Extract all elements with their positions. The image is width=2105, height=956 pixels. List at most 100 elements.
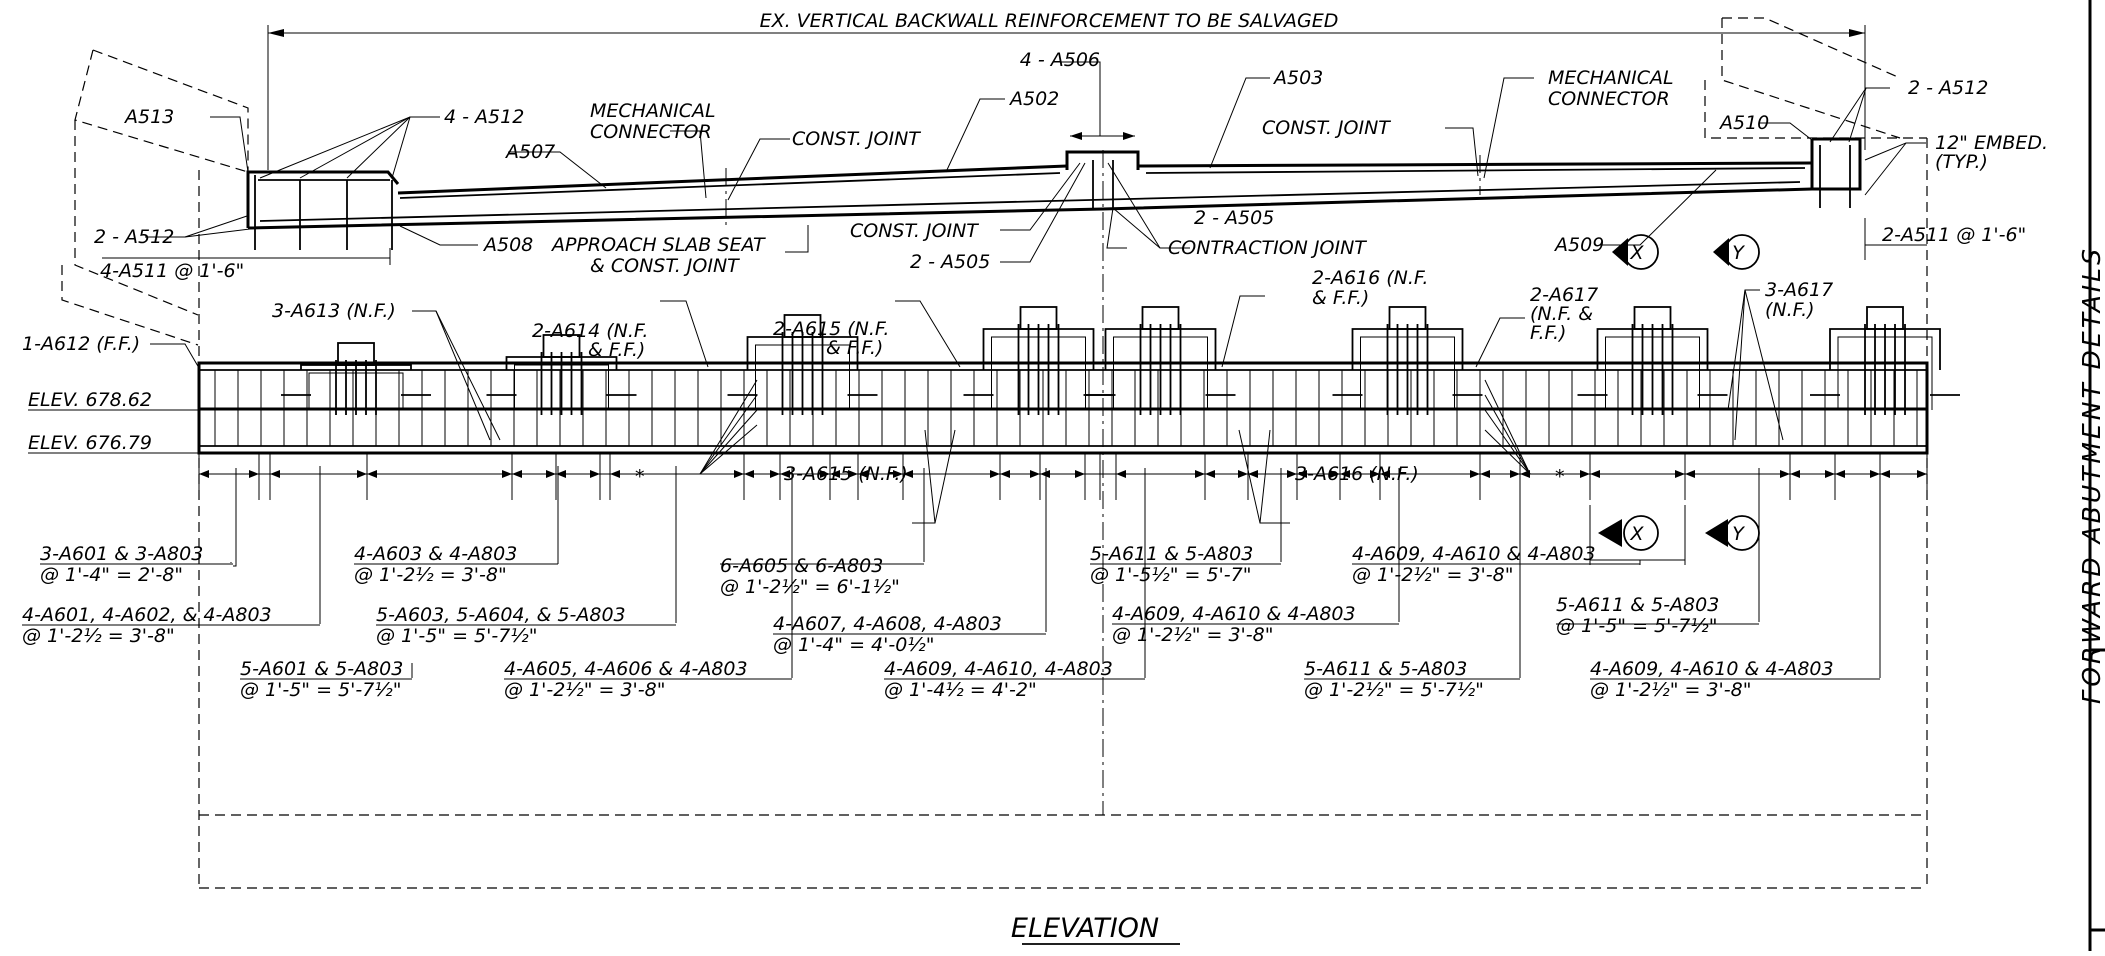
spacing-note-line2: @ 1'-4" = 4'-0½" — [773, 634, 934, 656]
label-a617b-2: (N.F.) — [1765, 299, 1815, 321]
label-a616-nf: 3-A616 (N.F.) — [1295, 463, 1419, 485]
title-border — [2088, 0, 2105, 951]
label-mech-left-2: CONNECTOR — [590, 121, 712, 143]
spacing-note-line2: @ 1'-5" = 5'-7½" — [1556, 615, 1717, 637]
section-y-bottom-letter: Y — [1732, 523, 1745, 545]
label-a614-2: & F.F.) — [588, 339, 645, 361]
label-a512-right: 2 - A512 — [1908, 77, 1988, 99]
label-mech-right-2: CONNECTOR — [1548, 88, 1670, 110]
label-a511-right: 2-A511 @ 1'-6" — [1882, 224, 2026, 246]
label-a617-2: (N.F. & — [1530, 303, 1593, 325]
label-a507: A507 — [504, 141, 555, 163]
label-slab-seat-1: APPROACH SLAB SEAT — [550, 234, 766, 256]
backwall-note: EX. VERTICAL BACKWALL REINFORCEMENT TO B… — [760, 10, 1339, 32]
spacing-note-line1: 4-A609, 4-A610 & 4-A803 — [1352, 543, 1596, 565]
label-a613: 3-A613 (N.F.) — [272, 300, 396, 322]
spacing-note-line2: @ 1'-2½" = 3'-8" — [1590, 679, 1751, 701]
seat-leaders — [150, 289, 1784, 524]
spacing-note-line1: 4-A603 & 4-A803 — [354, 543, 517, 565]
spacing-note-line1: 5-A603, 5-A604, & 5-A803 — [376, 604, 626, 626]
section-marker-x-bottom — [1598, 515, 1659, 551]
spacing-note-line2: @ 1'-2½ = 3'-8" — [22, 625, 175, 647]
label-a505-left: 2 - A505 — [910, 251, 990, 273]
section-marker-y-top — [1713, 234, 1760, 270]
label-a612: 1-A612 (F.F.) — [22, 333, 140, 355]
spacing-note-line1: 5-A601 & 5-A803 — [240, 658, 403, 680]
spacing-note-line1: 5-A611 & 5-A803 — [1304, 658, 1467, 680]
spacing-note-line1: 4-A609, 4-A610, 4-A803 — [884, 658, 1113, 680]
label-a513: A513 — [123, 106, 174, 128]
label-a508: A508 — [482, 234, 533, 256]
label-a512-2: 2 - A512 — [94, 226, 174, 248]
label-a614-1: 2-A614 (N.F. — [532, 320, 648, 342]
footing-outline — [198, 138, 1928, 889]
spacing-note-line2: @ 1'-5" = 5'-7½" — [376, 625, 537, 647]
label-a617b-1: 3-A617 — [1765, 279, 1833, 301]
spacing-note-line2: @ 1'-2½" = 3'-8" — [1112, 624, 1273, 646]
seat-stirrups — [214, 370, 1918, 446]
spacing-note-line2: @ 1'-2½" = 5'-7½" — [1304, 679, 1484, 701]
label-a502: A502 — [1008, 88, 1059, 110]
spacing-notes: 3-A601 & 3-A803 @ 1'-4" = 2'-8" 4-A601, … — [22, 543, 1834, 701]
spacing-note-line2: @ 1'-2½" = 3'-8" — [504, 679, 665, 701]
label-a615-2: & F.F.) — [826, 337, 883, 359]
section-x-bottom-letter: X — [1629, 523, 1644, 545]
label-a503: A503 — [1272, 67, 1323, 89]
label-embed-1: 12" EMBED. — [1935, 132, 2048, 154]
spacing-leaders — [230, 466, 1881, 678]
left-wing-wall — [61, 49, 249, 346]
label-a615-nf: 3-A615 (N.F.) — [784, 463, 908, 485]
label-a512-left: 4 - A512 — [444, 106, 524, 128]
label-elev-bottom: ELEV. 676.79 — [28, 432, 152, 454]
label-star-right: * — [1555, 466, 1565, 488]
bearing-pedestals — [281, 306, 1960, 415]
spacing-note-line2: @ 1'-5½" = 5'-7" — [1090, 564, 1251, 586]
label-mech-left-1: MECHANICAL — [590, 100, 716, 122]
section-x-top-letter: X — [1629, 242, 1644, 264]
label-embed-2: (TYP.) — [1935, 151, 1988, 173]
label-const-joint-2: CONST. JOINT — [1262, 117, 1391, 139]
spacing-note-line2: @ 1'-4½ = 4'-2" — [884, 679, 1037, 701]
label-const-joint-3: CONST. JOINT — [850, 220, 979, 242]
spacing-note-line2: @ 1'-5" = 5'-7½" — [240, 679, 401, 701]
spacing-note-line1: 6-A605 & 6-A803 — [720, 555, 883, 577]
spacing-note-line1: 4-A609, 4-A610 & 4-A803 — [1112, 603, 1356, 625]
spacing-note-line1: 4-A605, 4-A606 & 4-A803 — [504, 658, 748, 680]
spacing-note-line2: @ 1'-4" = 2'-8" — [40, 564, 183, 586]
spacing-note-line2: @ 1'-2½ = 3'-8" — [354, 564, 507, 586]
section-y-top-letter: Y — [1732, 242, 1745, 264]
sheet-side-title: FORWARD ABUTMENT DETAILS — [2077, 246, 2105, 704]
label-star-left: * — [635, 466, 645, 488]
label-a505-right: 2 - A505 — [1194, 207, 1274, 229]
label-contraction-visible: CONTRACTION JOINT — [1168, 237, 1367, 259]
view-title: ELEVATION — [1011, 913, 1159, 944]
abutment-seat — [197, 361, 1929, 455]
note-underlines — [22, 563, 1880, 680]
backwall — [246, 132, 1862, 250]
spacing-note-line1: 4-A609, 4-A610 & 4-A803 — [1590, 658, 1834, 680]
label-mech-right-1: MECHANICAL — [1548, 67, 1674, 89]
spacing-note-line1: 4-A607, 4-A608, 4-A803 — [773, 613, 1002, 635]
label-a616-1: 2-A616 (N.F. — [1312, 267, 1428, 289]
label-a506: 4 - A506 — [1020, 49, 1100, 71]
label-a615-1: 2-A615 (N.F. — [773, 318, 889, 340]
label-slab-seat-2: & CONST. JOINT — [590, 255, 740, 277]
label-a510: A510 — [1718, 112, 1769, 134]
section-marker-x-top — [1612, 234, 1659, 270]
label-a509: A509 — [1553, 234, 1604, 256]
spacing-note-line2: @ 1'-2½" = 3'-8" — [1352, 564, 1513, 586]
top-dimension — [267, 25, 1866, 170]
label-elev-top: ELEV. 678.62 — [28, 389, 152, 411]
label-a617-3: F.F.) — [1530, 322, 1566, 344]
spacing-note-line1: 5-A611 & 5-A803 — [1090, 543, 1253, 565]
backwall-leaders — [102, 61, 1927, 265]
spacing-dimension — [198, 453, 1928, 500]
label-const-joint-1: CONST. JOINT — [792, 128, 921, 150]
label-a616-2: & F.F.) — [1312, 287, 1369, 309]
spacing-note-line1: 3-A601 & 3-A803 — [40, 543, 203, 565]
spacing-note-line1: 4-A601, 4-A602, & 4-A803 — [22, 604, 272, 626]
spacing-note-line1: 5-A611 & 5-A803 — [1556, 594, 1719, 616]
label-a617-1: 2-A617 — [1530, 284, 1598, 306]
